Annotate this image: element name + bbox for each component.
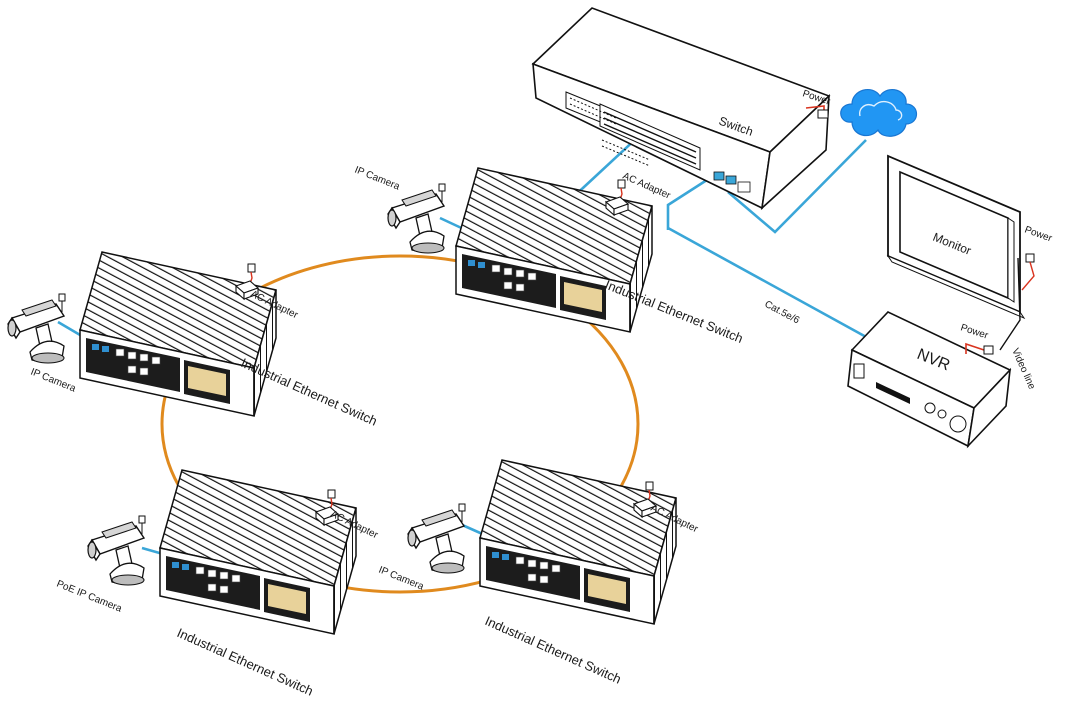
cable-switch-to-nvr xyxy=(666,176,711,230)
nvr-power-label: Power xyxy=(959,322,990,341)
power-cord-nvr xyxy=(965,342,994,355)
cloud-icon xyxy=(840,88,918,137)
nvr-icon xyxy=(847,311,1012,449)
cat-cable-nvr xyxy=(667,226,869,340)
industrial-switch-icon-left xyxy=(79,251,277,417)
cable-to-cloud xyxy=(727,139,867,234)
industrial-switch-bottom-left-label: Industrial Ethernet Switch xyxy=(175,625,316,699)
ip-camera-left-label: IP Camera xyxy=(29,367,78,395)
ip-camera-top-label: IP Camera xyxy=(353,165,402,193)
cable-label: Cat.5e/6 xyxy=(763,299,802,327)
industrial-switch-bottom-right-label: Industrial Ethernet Switch xyxy=(483,613,624,687)
uplink-cable-switch xyxy=(569,134,641,201)
poe-ip-camera-label: PoE IP Camera xyxy=(55,579,124,615)
industrial-switch-icon-bottom-left xyxy=(159,469,357,635)
ip-camera-bottom-right-label: IP Camera xyxy=(377,565,426,593)
ip-camera-icon-bottom-left xyxy=(87,515,146,586)
network-switch-icon xyxy=(531,7,831,211)
monitor-icon xyxy=(886,154,1026,320)
ip-camera-icon-left xyxy=(7,293,66,364)
ring-topology-link xyxy=(160,254,640,594)
ip-camera-icon-top xyxy=(387,183,446,254)
cables xyxy=(57,134,869,558)
power-cord-switch xyxy=(805,105,829,119)
ac-adapter-top-label: AC Adapter xyxy=(621,171,673,202)
monitor-power-label: Power xyxy=(1023,224,1054,244)
ip-camera-icon-bottom-right xyxy=(407,503,466,574)
video-line-label: Video line xyxy=(1009,347,1037,392)
industrial-switch-icon-top xyxy=(455,167,653,333)
power-cord-monitor xyxy=(1021,253,1035,291)
video-line-cable xyxy=(999,257,1021,351)
